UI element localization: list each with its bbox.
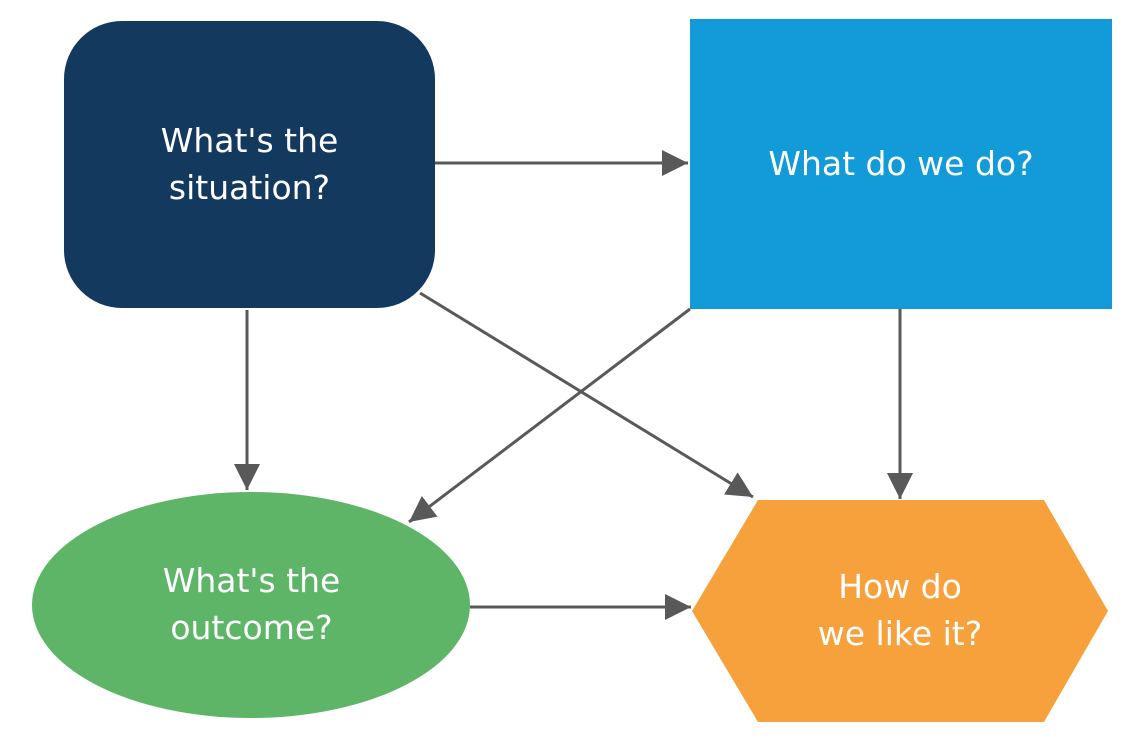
outcome-node-shape xyxy=(32,492,470,718)
edge-action-to-outcome xyxy=(408,307,691,524)
edge-situation-to-evaluation xyxy=(419,291,754,499)
evaluation-node-shape xyxy=(692,500,1108,722)
situation-node-shape xyxy=(64,21,435,308)
action-node-shape xyxy=(690,19,1112,309)
